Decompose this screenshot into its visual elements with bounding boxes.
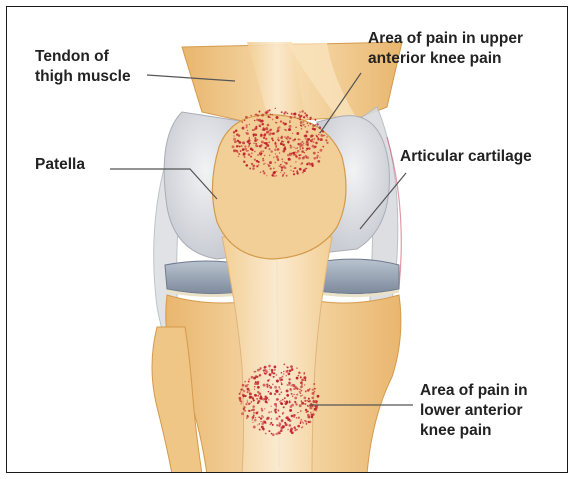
cartilage-label: Articular cartilage [400, 147, 532, 167]
lower-pain-label: Area of pain in lower anterior knee pain [420, 381, 528, 441]
patella-label: Patella [35, 155, 85, 175]
tendon-label: Tendon of thigh muscle [35, 47, 131, 87]
figure-frame: Tendon of thigh muscle Patella Area of p… [6, 6, 568, 473]
patella-bone [212, 115, 346, 259]
upper-pain-label: Area of pain in upper anterior knee pain [368, 29, 523, 69]
